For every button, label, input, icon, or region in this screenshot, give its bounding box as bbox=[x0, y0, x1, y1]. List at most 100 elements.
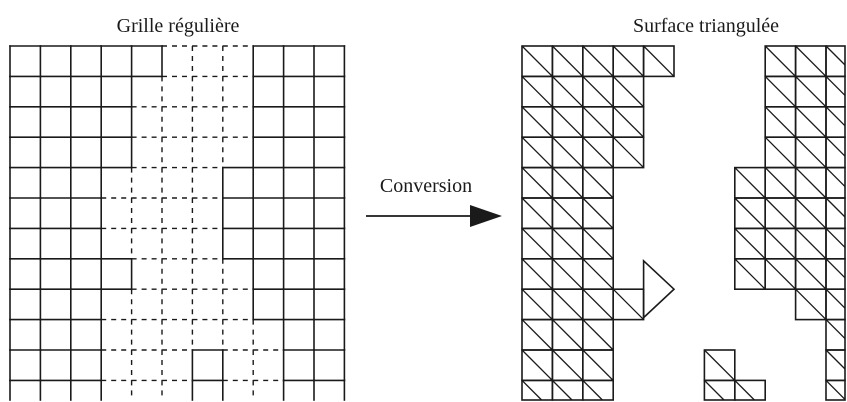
mesh-cell bbox=[825, 288, 846, 321]
mesh-diagonal bbox=[551, 349, 584, 381]
mesh-diagonal bbox=[521, 288, 553, 321]
mesh-diagonal bbox=[582, 258, 614, 290]
mesh-diagonal bbox=[521, 379, 543, 401]
mesh-diagonal bbox=[795, 106, 827, 138]
mesh-cell bbox=[825, 227, 846, 260]
mesh-diagonal bbox=[643, 45, 675, 77]
mesh-diagonal bbox=[764, 167, 797, 199]
mesh-diagonal bbox=[521, 136, 553, 169]
conversion-arrow bbox=[366, 205, 502, 227]
mesh-diagonal bbox=[521, 197, 553, 229]
mesh-diagonal bbox=[825, 197, 846, 218]
mesh-cell bbox=[825, 197, 846, 230]
mesh-diagonal bbox=[582, 319, 614, 351]
mesh-diagonal bbox=[764, 136, 797, 169]
mesh-cell bbox=[551, 379, 584, 401]
triangulated-surface bbox=[521, 45, 846, 401]
regular-grid bbox=[9, 45, 346, 401]
mesh-diagonal bbox=[825, 227, 846, 248]
mesh-diagonal bbox=[582, 75, 614, 108]
mesh-diagonal bbox=[521, 349, 553, 381]
mesh-diagonal bbox=[582, 197, 614, 229]
mesh-diagonal bbox=[551, 227, 584, 260]
mesh-diagonal bbox=[825, 379, 846, 400]
mesh-spike-triangle bbox=[642, 258, 676, 320]
mesh-diagonal bbox=[551, 136, 584, 169]
mesh-diagonal bbox=[764, 45, 797, 77]
mesh-diagonal bbox=[582, 288, 614, 321]
mesh-diagonal bbox=[795, 167, 827, 199]
mesh-diagonal bbox=[612, 45, 645, 77]
mesh-diagonal bbox=[582, 227, 614, 260]
mesh-cell bbox=[825, 166, 846, 199]
mesh-diagonal bbox=[521, 167, 553, 199]
mesh-diagonal bbox=[825, 167, 846, 188]
mesh-diagonal bbox=[795, 45, 827, 77]
mesh-diagonal bbox=[521, 106, 553, 138]
mesh-diagonal bbox=[521, 319, 553, 351]
mesh-diagonal bbox=[551, 167, 584, 199]
mesh-diagonal bbox=[612, 75, 645, 108]
mesh-diagonal bbox=[551, 319, 584, 351]
mesh-diagonal bbox=[795, 258, 827, 290]
mesh-diagonal bbox=[764, 197, 797, 229]
mesh-diagonal bbox=[734, 197, 766, 229]
mesh-diagonal bbox=[795, 227, 827, 260]
mesh-diagonal bbox=[521, 227, 553, 260]
arrow-head bbox=[470, 205, 502, 227]
mesh-diagonal bbox=[551, 45, 584, 77]
mesh-diagonal bbox=[825, 349, 846, 370]
mesh-diagonal bbox=[612, 136, 645, 169]
arrow-label: Conversion bbox=[380, 175, 472, 197]
mesh-diagonal bbox=[764, 106, 797, 138]
mesh-diagonal bbox=[795, 288, 827, 321]
mesh-diagonal bbox=[703, 349, 736, 381]
mesh-diagonal bbox=[551, 379, 573, 401]
mesh-cell bbox=[825, 106, 846, 139]
mesh-cell bbox=[825, 318, 846, 351]
mesh-diagonal bbox=[734, 167, 766, 199]
mesh-diagonal bbox=[795, 136, 827, 169]
mesh-diagonal bbox=[521, 75, 553, 108]
mesh-diagonal bbox=[582, 136, 614, 169]
left-panel-title: Grille régulière bbox=[117, 15, 240, 37]
mesh-cell bbox=[642, 45, 675, 78]
mesh-diagonal bbox=[551, 75, 584, 108]
mesh-diagonal bbox=[825, 319, 846, 340]
mesh-diagonal bbox=[734, 379, 755, 401]
mesh-diagonal bbox=[551, 258, 584, 290]
mesh-cell bbox=[581, 379, 614, 401]
mesh-diagonal bbox=[764, 75, 797, 108]
mesh-cell bbox=[825, 75, 846, 108]
mesh-diagonal bbox=[734, 258, 766, 290]
mesh-diagonal bbox=[551, 106, 584, 138]
mesh-diagonal bbox=[764, 227, 797, 260]
mesh-diagonal bbox=[825, 288, 846, 309]
mesh-cell bbox=[703, 379, 736, 401]
mesh-diagonal bbox=[825, 136, 846, 157]
mesh-diagonal bbox=[795, 197, 827, 229]
mesh-cell bbox=[612, 136, 645, 169]
mesh-diagonal bbox=[582, 167, 614, 199]
mesh-diagonal bbox=[764, 258, 797, 290]
mesh-cell bbox=[825, 257, 846, 290]
right-panel-title: Surface triangulée bbox=[633, 15, 779, 37]
mesh-cell bbox=[825, 379, 846, 401]
mesh-diagonal bbox=[734, 227, 766, 260]
mesh-diagonal bbox=[582, 45, 614, 77]
mesh-diagonal bbox=[582, 106, 614, 138]
mesh-diagonal bbox=[703, 379, 725, 401]
mesh-diagonal bbox=[825, 75, 846, 96]
mesh-cell bbox=[825, 45, 846, 78]
mesh-diagonal bbox=[582, 349, 614, 381]
mesh-cell bbox=[733, 379, 766, 401]
mesh-diagonal bbox=[795, 75, 827, 108]
mesh-diagonal bbox=[612, 106, 645, 138]
mesh-diagonal bbox=[551, 197, 584, 229]
mesh-diagonal bbox=[551, 288, 584, 321]
mesh-diagonal bbox=[825, 258, 846, 279]
mesh-diagonal bbox=[521, 45, 553, 77]
mesh-diagonal bbox=[825, 106, 846, 127]
mesh-diagonal bbox=[521, 258, 553, 290]
mesh-diagonal bbox=[582, 379, 603, 401]
